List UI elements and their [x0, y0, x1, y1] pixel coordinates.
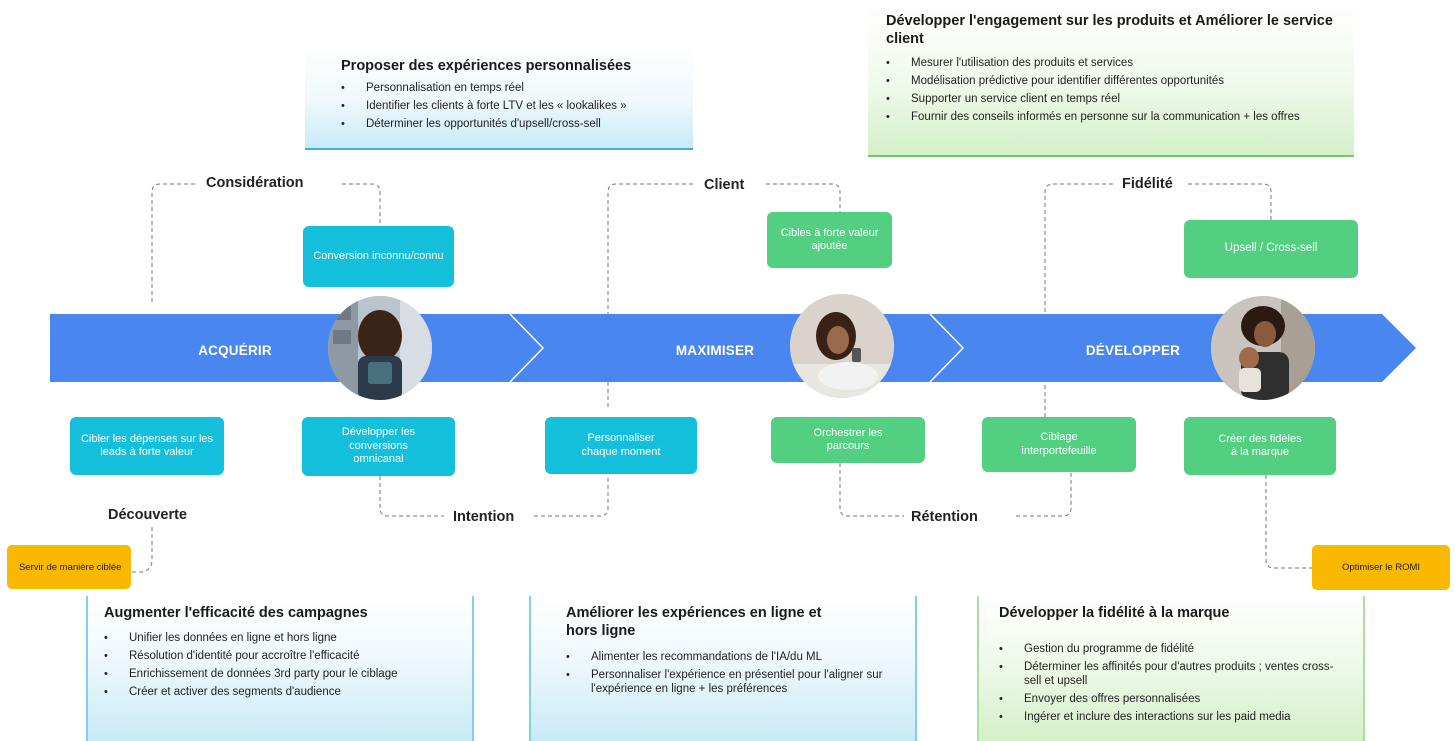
- list-item: Personnalisation en temps réel: [341, 81, 677, 95]
- box-brand-loyalists: Créer des fidèles à la marque: [1184, 417, 1336, 475]
- list-item: Modélisation prédictive pour identifier …: [886, 74, 1338, 88]
- box-orchestrate-journeys: Orchestrer les parcours: [771, 417, 925, 463]
- panel-list: Personnalisation en temps réel Identifie…: [341, 81, 677, 131]
- list-item: Fournir des conseils informés en personn…: [886, 110, 1338, 124]
- list-item: Créer et activer des segments d'audience: [104, 685, 456, 699]
- list-item: Mesurer l'utilisation des produits et se…: [886, 56, 1338, 70]
- panel-product-engagement: Développer l'engagement sur les produits…: [868, 2, 1354, 157]
- list-item: Gestion du programme de fidélité: [999, 642, 1344, 656]
- list-item: Envoyer des offres personnalisées: [999, 692, 1344, 706]
- panel-list: Mesurer l'utilisation des produits et se…: [886, 56, 1338, 124]
- list-item: Enrichissement de données 3rd party pour…: [104, 667, 456, 681]
- panel-list: Gestion du programme de fidélité Détermi…: [999, 642, 1344, 724]
- panel-campaign-efficiency: Augmenter l'efficacité des campagnes Uni…: [86, 596, 474, 741]
- phase-intention: Intention: [453, 509, 515, 525]
- stage-label-develop: DÉVELOPPER: [1085, 343, 1181, 358]
- box-upsell: Upsell / Cross-sell: [1184, 220, 1358, 278]
- panel-title: Augmenter l'efficacité des campagnes: [104, 605, 368, 621]
- list-item: Unifier les données en ligne et hors lig…: [104, 631, 456, 645]
- list-item: Déterminer les affinités pour d'autres p…: [999, 660, 1344, 688]
- panel-online-offline-experiences: Améliorer les expériences en ligne et ho…: [529, 596, 917, 741]
- box-personalize-moment: Personnaliser chaque moment: [545, 417, 697, 474]
- box-serve-targeted: Servir de manière ciblée: [7, 545, 131, 589]
- photo-mother-child: [1211, 296, 1315, 400]
- list-item: Personnaliser l'expérience en présentiel…: [566, 668, 896, 696]
- panel-personalized-experiences: Proposer des expériences personnalisées …: [305, 47, 693, 150]
- list-item: Résolution d'identité pour accroître l'e…: [104, 649, 456, 663]
- phase-fidelite: Fidélité: [1122, 176, 1173, 192]
- list-item: Ingérer et inclure des interactions sur …: [999, 710, 1344, 724]
- photo-person-backpack: [328, 296, 432, 400]
- phase-decouverte: Découverte: [108, 507, 187, 523]
- panel-brand-loyalty: Développer la fidélité à la marque Gesti…: [977, 596, 1365, 741]
- panel-list: Unifier les données en ligne et hors lig…: [104, 631, 456, 699]
- list-item: Supporter un service client en temps rée…: [886, 92, 1338, 106]
- box-omnichannel-conversions: Développer les conversions omnicanal: [302, 417, 455, 476]
- panel-title: Développer la fidélité à la marque: [999, 605, 1230, 621]
- list-item: Alimenter les recommandations de l'IA/du…: [566, 650, 896, 664]
- phase-consideration: Considération: [206, 175, 304, 191]
- panel-list: Alimenter les recommandations de l'IA/du…: [566, 650, 896, 696]
- box-high-value-targets: Cibles à forte valeur ajoutée: [767, 212, 892, 268]
- stage-label-maximize: MAXIMISER: [675, 343, 755, 358]
- list-item: Déterminer les opportunités d'upsell/cro…: [341, 117, 677, 131]
- box-cross-portfolio: Ciblage interportefeuille: [982, 417, 1136, 472]
- stage-label-acquire: ACQUÉRIR: [198, 343, 272, 358]
- panel-title: Développer l'engagement sur les produits…: [886, 13, 1333, 47]
- stage-arrow-acquire: [50, 314, 543, 382]
- list-item: Identifier les clients à forte LTV et le…: [341, 99, 677, 113]
- panel-title: Proposer des expériences personnalisées: [341, 58, 632, 74]
- panel-title: Améliorer les expériences en ligne et ho…: [566, 605, 822, 639]
- photo-person-phone: [790, 294, 894, 398]
- box-target-spend: Cibler les dépenses sur les leads à fort…: [70, 417, 224, 475]
- box-conversion: Conversion inconnu/connu: [303, 226, 454, 287]
- box-optimize-romi: Optimiser le ROMI: [1312, 545, 1450, 590]
- phase-retention: Rétention: [911, 509, 978, 525]
- phase-client: Client: [704, 177, 745, 193]
